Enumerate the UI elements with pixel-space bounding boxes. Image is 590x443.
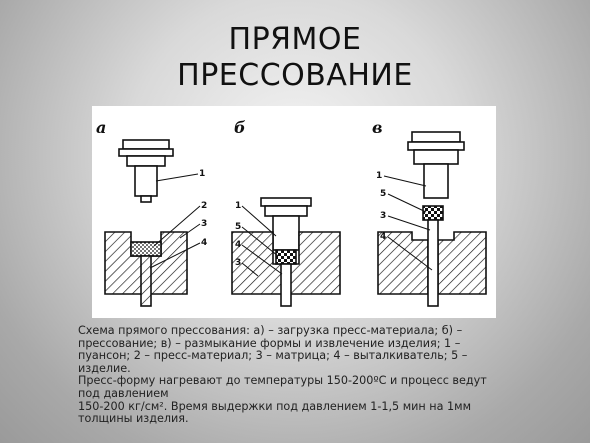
callout-a-3: 3 xyxy=(201,219,207,229)
panel-b xyxy=(231,197,341,307)
callout-b-1: 1 xyxy=(235,201,241,211)
caption: Схема прямого прессования: а) – загрузка… xyxy=(78,324,508,426)
callout-a-2: 2 xyxy=(201,201,207,211)
pressing-diagram-svg: а б в 1 2 3 4 1 5 4 3 1 5 3 4 xyxy=(96,118,487,307)
callout-b-5: 5 xyxy=(235,222,241,232)
callout-c-3: 3 xyxy=(380,211,386,221)
caption-paragraph-1: Схема прямого прессования: а) – загрузка… xyxy=(78,324,468,375)
title-line-1: ПРЯМОЕ xyxy=(228,22,362,57)
callout-b-4: 4 xyxy=(235,240,241,250)
slide-title: ПРЯМОЕ ПРЕССОВАНИЕ xyxy=(0,22,590,94)
caption-paragraph-2: Пресс-форму нагревают до температуры 150… xyxy=(78,374,487,400)
callout-a-4: 4 xyxy=(201,238,207,248)
caption-paragraph-3: 150-200 кг/см². Время выдержки под давле… xyxy=(78,399,472,426)
callout-c-4: 4 xyxy=(380,232,386,242)
panel-letter-a: а xyxy=(96,118,106,137)
panel-letter-c: в xyxy=(372,118,383,137)
callout-b-3: 3 xyxy=(235,258,241,268)
callout-c-5: 5 xyxy=(380,189,386,199)
pressing-diagram: а б в 1 2 3 4 1 5 4 3 1 5 3 4 xyxy=(92,106,496,318)
callout-a-1: 1 xyxy=(199,169,205,179)
callout-c-1: 1 xyxy=(376,171,382,181)
panel-a xyxy=(104,139,201,307)
panel-c xyxy=(377,131,487,307)
panel-letter-b: б xyxy=(234,118,246,137)
title-line-2: ПРЕССОВАНИЕ xyxy=(177,58,413,93)
